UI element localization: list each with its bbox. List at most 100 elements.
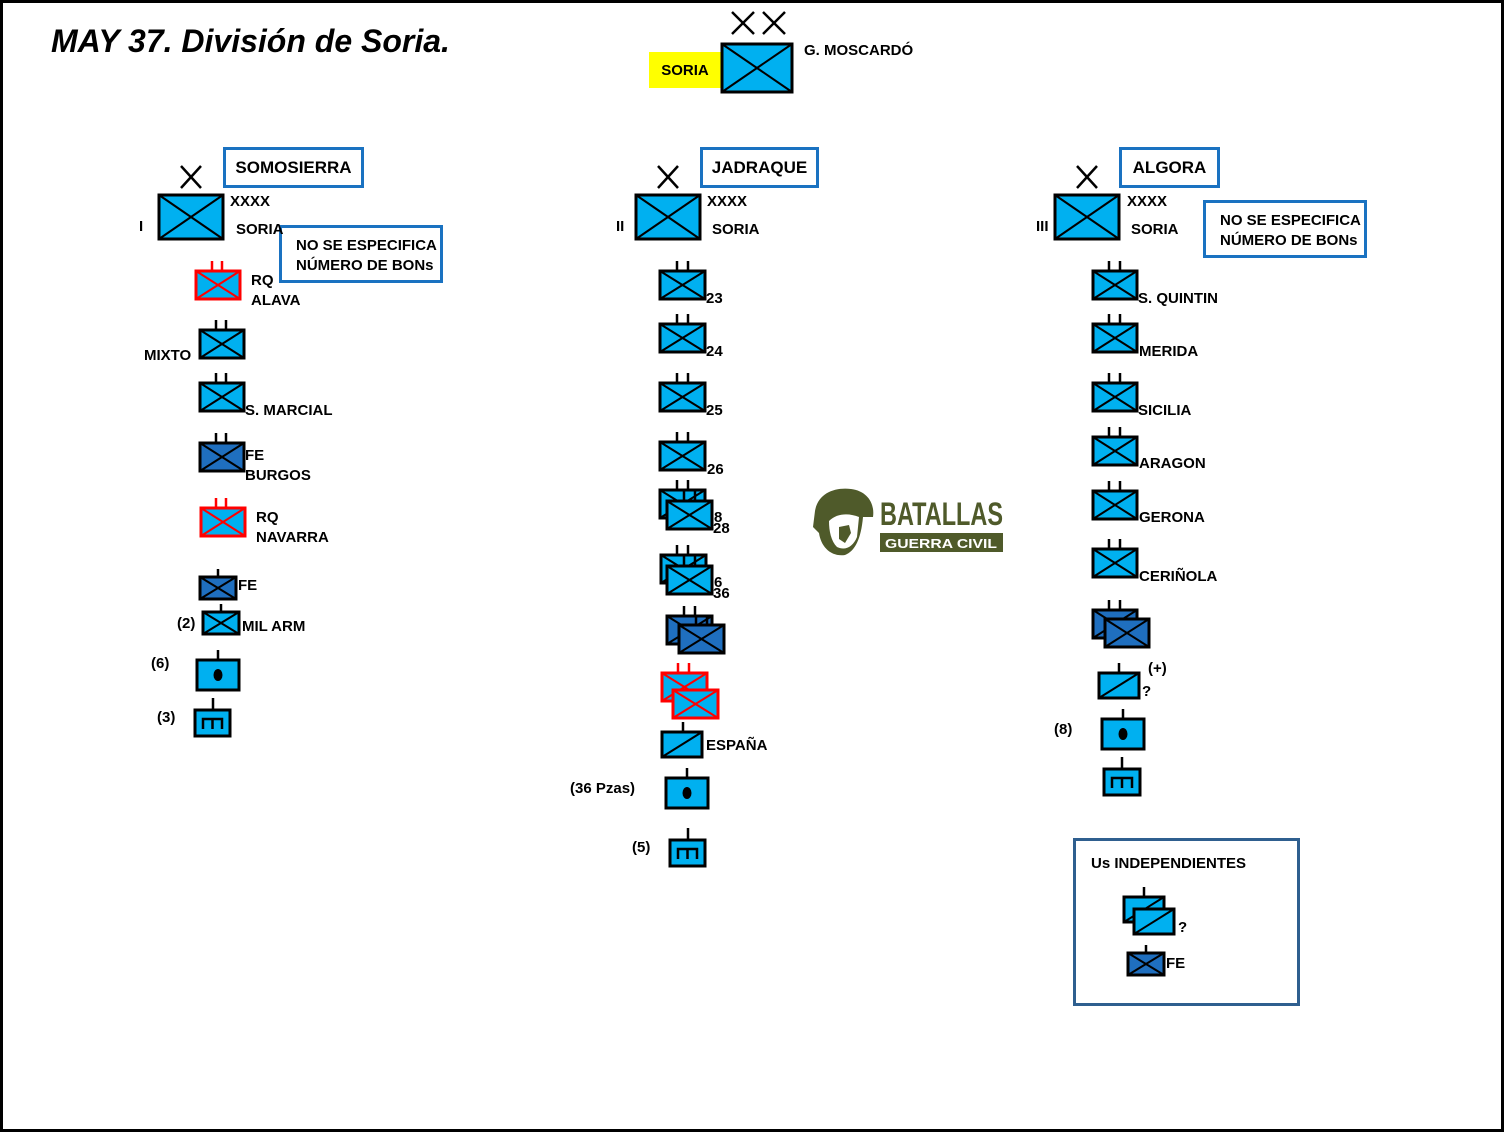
independent-question: ? bbox=[1178, 919, 1188, 936]
brigade-2-sub: SORIA bbox=[712, 221, 760, 238]
label-36-back: 6 bbox=[714, 574, 723, 591]
brigade-1-sub: SORIA bbox=[236, 221, 284, 238]
division-xx-marker bbox=[731, 11, 786, 35]
label-burgos: BURGOS bbox=[245, 467, 311, 484]
battalion-mixto-symbol bbox=[198, 320, 246, 360]
battalion-fe-stacked-symbol bbox=[665, 606, 726, 655]
engineer-symbol bbox=[668, 828, 707, 868]
note-line-1: NO SE ESPECIFICA bbox=[296, 237, 437, 254]
company-mil-arm-symbol bbox=[201, 604, 241, 636]
label-25: 25 bbox=[706, 402, 723, 419]
company-fe-symbol bbox=[198, 569, 238, 601]
battalion-24-symbol bbox=[658, 314, 707, 354]
independent-fe-company-symbol bbox=[1126, 945, 1166, 977]
logo-subtitle: GUERRA CIVIL bbox=[885, 536, 997, 551]
page-title: MAY 37. División de Soria. bbox=[51, 23, 450, 59]
label-36: 36 bbox=[713, 585, 730, 602]
battalion-s-marcial-symbol bbox=[198, 373, 246, 413]
label-merida: MERIDA bbox=[1139, 343, 1199, 360]
note-line-1: NO SE ESPECIFICA bbox=[1220, 212, 1361, 229]
label-rq: RQ bbox=[251, 272, 274, 289]
note-no-bons-1: NO SE ESPECIFICA NÚMERO DE BONs bbox=[279, 225, 443, 283]
brigade-2-xxxx: XXXX bbox=[707, 193, 748, 210]
battalion-s-quintin-symbol bbox=[1091, 261, 1139, 301]
battalion-fe-stacked-symbol bbox=[1091, 600, 1151, 649]
label-28-back: 8 bbox=[714, 509, 723, 526]
engineer-symbol bbox=[1102, 757, 1142, 797]
label-rq: RQ bbox=[256, 509, 279, 526]
label-fe: FE bbox=[238, 577, 258, 594]
label-engineer-count: (3) bbox=[157, 709, 176, 726]
unit-symbols-layer: BATALLAS GUERRA CIVIL bbox=[157, 11, 1176, 977]
label-s-quintin: S. QUINTIN bbox=[1138, 290, 1219, 307]
brigade-2-roman: II bbox=[616, 218, 625, 235]
battalion-rq-stacked-symbol bbox=[660, 663, 720, 720]
battalion-merida-symbol bbox=[1091, 314, 1139, 354]
label-artillery-count: (6) bbox=[151, 655, 170, 672]
label-alava: ALAVA bbox=[251, 292, 301, 309]
independent-units-title: Us INDEPENDIENTES bbox=[1091, 855, 1247, 872]
label-24: 24 bbox=[706, 343, 723, 360]
battalion-23-symbol bbox=[658, 261, 707, 301]
label-plus: (+) bbox=[1148, 660, 1167, 677]
brigade-header-somosierra: SOMOSIERRA bbox=[223, 147, 364, 188]
logo-title: BATALLAS bbox=[880, 496, 1003, 532]
independent-cavalry-stacked-symbol bbox=[1122, 887, 1176, 936]
battalion-rq-alava-symbol bbox=[194, 261, 242, 301]
label-mixto: MIXTO bbox=[144, 347, 192, 364]
battalion-26-symbol bbox=[658, 432, 707, 472]
brigade-1-roman: I bbox=[139, 218, 144, 235]
brigade-header-jadraque: JADRAQUE bbox=[700, 147, 819, 188]
artillery-symbol bbox=[195, 650, 241, 692]
note-no-bons-3: NO SE ESPECIFICA NÚMERO DE BONs bbox=[1203, 200, 1367, 258]
division-commander: G. MOSCARDÓ bbox=[804, 42, 914, 59]
brigade-3-sub: SORIA bbox=[1131, 221, 1179, 238]
brigade-1-infantry-symbol bbox=[157, 193, 225, 241]
label-26: 26 bbox=[707, 461, 724, 478]
label-artillery-count: (36 Pzas) bbox=[570, 780, 636, 797]
label-artillery-count: (8) bbox=[1054, 721, 1073, 738]
battalion-sicilia-symbol bbox=[1091, 373, 1139, 413]
label-engineer-count: (5) bbox=[632, 839, 651, 856]
label-aragon: ARAGON bbox=[1139, 455, 1206, 472]
label-espana: ESPAÑA bbox=[706, 737, 768, 754]
battalion-28-stacked-symbol bbox=[658, 480, 714, 531]
battalion-36-stacked-symbol bbox=[659, 545, 714, 596]
label-fe: FE bbox=[245, 447, 265, 464]
battalion-gerona-symbol bbox=[1091, 481, 1139, 521]
label-sicilia: SICILIA bbox=[1138, 402, 1192, 419]
brigade-3-roman: III bbox=[1036, 218, 1049, 235]
battalion-aragon-symbol bbox=[1091, 427, 1139, 467]
independent-fe-label: FE bbox=[1166, 955, 1186, 972]
battalion-25-symbol bbox=[658, 373, 707, 413]
note-line-2: NÚMERO DE BONs bbox=[296, 257, 434, 274]
cavalry-espana-symbol bbox=[660, 722, 704, 759]
label-23: 23 bbox=[706, 290, 723, 307]
cavalry-symbol bbox=[1097, 663, 1141, 700]
label-gerona: GERONA bbox=[1139, 509, 1205, 526]
battalion-cerinola-symbol bbox=[1091, 539, 1139, 579]
label-s-marcial: S. MARCIAL bbox=[245, 402, 333, 419]
brigade-3-xxxx: XXXX bbox=[1127, 193, 1168, 210]
engineer-symbol bbox=[193, 698, 232, 738]
label-28: 28 bbox=[713, 520, 730, 537]
battalion-fe-burgos-symbol bbox=[198, 433, 246, 473]
brigade-header-algora: ALGORA bbox=[1119, 147, 1220, 188]
brigade-2-infantry-symbol bbox=[634, 193, 702, 241]
brigade-2-x-marker bbox=[657, 165, 679, 189]
independent-units-box bbox=[1073, 838, 1300, 1006]
artillery-symbol bbox=[1100, 709, 1146, 751]
label-navarra: NAVARRA bbox=[256, 529, 329, 546]
label-mil-arm: MIL ARM bbox=[242, 618, 306, 635]
label-question: ? bbox=[1142, 683, 1152, 700]
batallas-logo: BATALLAS GUERRA CIVIL bbox=[813, 488, 1003, 556]
brigade-1-x-marker bbox=[180, 165, 202, 189]
artillery-symbol bbox=[664, 768, 710, 810]
note-line-2: NÚMERO DE BONs bbox=[1220, 232, 1358, 249]
brigade-1-xxxx: XXXX bbox=[230, 193, 271, 210]
label-cerinola: CERIÑOLA bbox=[1139, 568, 1218, 585]
brigade-3-x-marker bbox=[1076, 165, 1098, 189]
brigade-3-infantry-symbol bbox=[1053, 193, 1121, 241]
label-mil-arm-count: (2) bbox=[177, 615, 196, 632]
